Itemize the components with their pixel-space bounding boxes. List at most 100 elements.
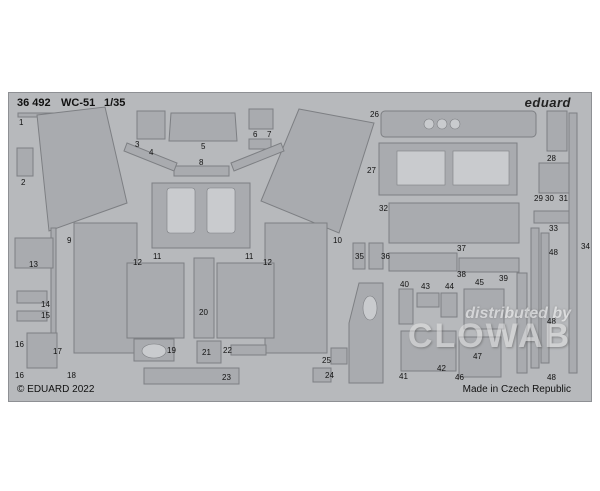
part-number: 7 <box>267 130 272 139</box>
part-number: 31 <box>559 194 568 203</box>
part-36 <box>368 242 384 270</box>
watermark-logo: CLOWAB <box>407 317 571 355</box>
part-number: 33 <box>549 224 558 233</box>
part-number: 42 <box>437 364 446 373</box>
part-6 <box>248 108 274 130</box>
part-number: 21 <box>202 348 211 357</box>
part-48-a <box>530 227 540 369</box>
part-17 <box>26 332 58 369</box>
part-number: 12 <box>133 258 142 267</box>
part-number: 48 <box>549 248 558 257</box>
part-43 <box>416 292 440 308</box>
part-number: 15 <box>41 311 50 320</box>
part-9 <box>36 106 128 232</box>
part-46-47 <box>458 336 502 378</box>
part-number: 24 <box>325 371 334 380</box>
part-number: 17 <box>53 347 62 356</box>
scale-label: 1/35 <box>104 97 126 109</box>
part-14 <box>16 290 48 304</box>
part-30-31 <box>538 162 575 194</box>
part-10 <box>260 108 375 234</box>
part-44 <box>440 292 458 318</box>
part-number: 13 <box>29 260 38 269</box>
part-number: 2 <box>21 178 26 187</box>
part-48-b <box>540 232 550 364</box>
part-number: 46 <box>455 373 464 382</box>
part-number: 41 <box>399 372 408 381</box>
part-strip-diag-right <box>230 142 285 172</box>
part-23 <box>143 367 240 385</box>
part-8 <box>173 165 230 177</box>
part-number: 20 <box>199 308 208 317</box>
distributor-watermark: distributed by CLOWAB <box>408 305 571 356</box>
part-panel-right <box>216 262 275 339</box>
part-34 <box>568 112 578 374</box>
part-number: 16 <box>15 340 24 349</box>
part-25 <box>330 347 348 365</box>
part-number: 43 <box>421 282 430 291</box>
part-38 <box>388 252 458 272</box>
product-code: 36 492 <box>17 97 51 109</box>
brand-logo: eduard <box>524 95 571 110</box>
part-number: 16 <box>15 371 24 380</box>
part-number: 4 <box>149 148 154 157</box>
part-number: 1 <box>19 118 24 127</box>
part-number: 34 <box>581 242 590 251</box>
part-number: 28 <box>547 154 556 163</box>
part-number: 38 <box>457 270 466 279</box>
part-number: 35 <box>355 252 364 261</box>
part-number: 29 <box>534 194 543 203</box>
part-number: 44 <box>445 282 454 291</box>
part-number: 11 <box>153 252 162 261</box>
part-24 <box>312 367 332 383</box>
part-number: 25 <box>322 356 331 365</box>
part-15 <box>16 310 48 322</box>
part-number: 11 <box>245 252 254 261</box>
part-40 <box>398 288 414 325</box>
part-number: 9 <box>67 236 72 245</box>
part-33 <box>533 210 575 224</box>
part-number: 18 <box>67 371 76 380</box>
part-2 <box>16 147 34 177</box>
part-number: 23 <box>222 373 231 382</box>
copyright-text: © EDUARD 2022 <box>17 384 95 395</box>
part-number: 45 <box>475 278 484 287</box>
part-number: 32 <box>379 204 388 213</box>
part-number: 27 <box>367 166 376 175</box>
part-35 <box>352 242 366 270</box>
part-22 <box>230 344 267 356</box>
part-number: 5 <box>201 142 206 151</box>
model-name: WC-51 <box>61 97 96 109</box>
part-48-c <box>516 272 528 374</box>
part-number: 22 <box>223 346 232 355</box>
part-number: 6 <box>253 130 258 139</box>
part-20 <box>193 257 215 339</box>
part-number: 12 <box>263 258 272 267</box>
part-number: 8 <box>199 158 204 167</box>
part-32 <box>388 202 520 244</box>
part-strip-diag-left <box>123 142 178 172</box>
part-number: 39 <box>499 274 508 283</box>
part-7 <box>248 138 272 150</box>
part-number: 36 <box>381 252 390 261</box>
part-number: 30 <box>545 194 554 203</box>
parts-drawing <box>14 106 578 385</box>
watermark-line1: distributed by <box>465 305 571 322</box>
part-number: 40 <box>400 280 409 289</box>
part-28 <box>546 110 568 152</box>
part-45 <box>463 288 505 330</box>
part-number: 26 <box>370 110 379 119</box>
part-5 <box>168 112 238 142</box>
part-number: 48 <box>547 373 556 382</box>
part-panel-left <box>126 262 185 339</box>
origin-text: Made in Czech Republic <box>462 384 571 395</box>
part-number: 48 <box>547 317 556 326</box>
part-number: 10 <box>333 236 342 245</box>
part-42 <box>400 330 457 372</box>
part-number: 19 <box>167 346 176 355</box>
part-39 <box>458 257 520 273</box>
part-number: 47 <box>473 352 482 361</box>
part-3-4 <box>136 110 166 140</box>
part-number: 14 <box>41 300 50 309</box>
part-21 <box>196 340 222 364</box>
